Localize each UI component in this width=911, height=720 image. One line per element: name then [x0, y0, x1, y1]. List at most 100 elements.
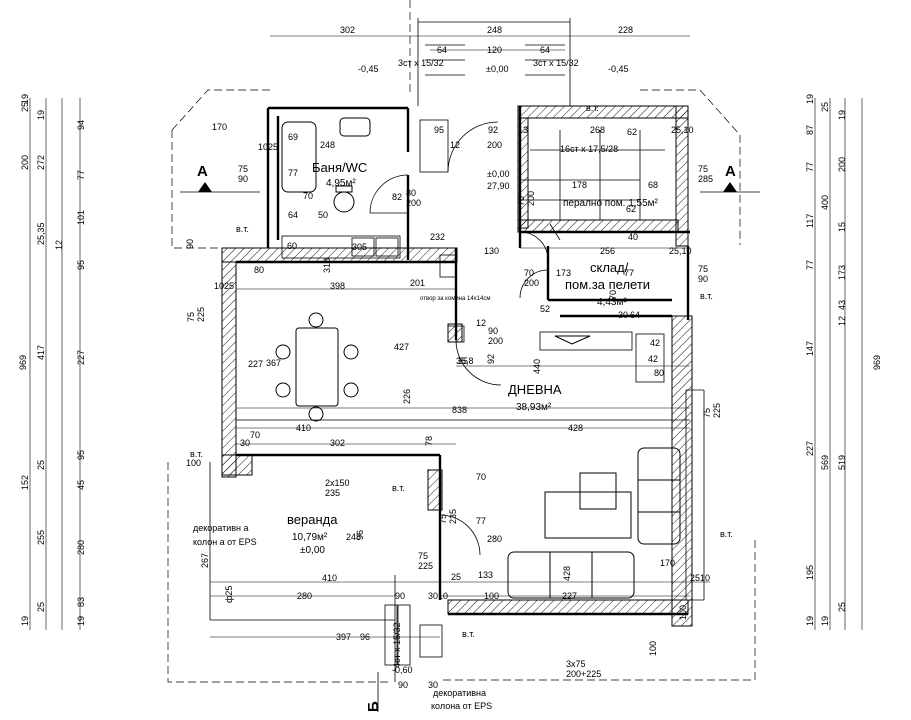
- dim-right-label: 200: [837, 157, 847, 172]
- dim-top-label: 248: [487, 25, 502, 35]
- level-entrance: ±0,00: [487, 169, 509, 179]
- stairs: [384, 44, 565, 666]
- dim-right-label: 19: [820, 616, 830, 626]
- level-bottom: -0,60: [392, 665, 413, 675]
- dim-inner-label: 25,10: [671, 125, 694, 135]
- dim-inner-label: 96: [355, 530, 365, 540]
- dim-right-label: 25: [837, 602, 847, 612]
- dim-left-label: 152: [20, 475, 30, 490]
- dim-inner-label: 173: [556, 268, 571, 278]
- dim-right-label: 87: [805, 125, 815, 135]
- dim-inner-label: 75225: [186, 307, 206, 322]
- level-top-mid: ±0,00: [486, 64, 508, 74]
- stairs-bottom: 4ст x 15/32: [392, 622, 402, 668]
- coffee-table-icon: [544, 491, 632, 539]
- dim-inner-label: 367: [266, 358, 281, 368]
- dim-inner-label: 410: [322, 573, 337, 583]
- level-top-left: -0,45: [358, 64, 379, 74]
- dim-top-label: 120: [487, 45, 502, 55]
- dim-right-label: 173: [837, 265, 847, 280]
- dim-inner-label: 427: [394, 342, 409, 352]
- dim-inner-label: 100: [484, 591, 499, 601]
- dim-inner-label: 77: [624, 268, 634, 278]
- storage-name-2: пом.за пелети: [565, 277, 650, 292]
- dim-inner-label: 30: [618, 310, 628, 320]
- dim-right-label: 15: [837, 222, 847, 232]
- dim-inner-label: 62: [627, 127, 637, 137]
- dim-left-label: 200: [20, 155, 30, 170]
- dim-inner-label: 130: [484, 246, 499, 256]
- dim-inner-label: 82: [392, 192, 402, 202]
- dim-inner-label: 201: [410, 278, 425, 288]
- dim-left-label: 25,35: [36, 222, 46, 245]
- dim-inner-label: 25: [451, 572, 461, 582]
- dim-inner-label: 178: [572, 180, 587, 190]
- dim-inner-label: 70: [608, 290, 618, 300]
- section-a-left: A: [197, 163, 208, 180]
- stairs-top-left: 3ст x 15/32: [398, 58, 444, 68]
- dim-inner-label: 256: [600, 246, 615, 256]
- tag-label: в.т.: [190, 449, 203, 459]
- tag-label: в.т.: [586, 103, 599, 113]
- tag-label: в.т.: [700, 291, 713, 301]
- dim-inner-label: 30: [428, 680, 438, 690]
- dim-left-label: 95: [76, 260, 86, 270]
- deco-column-note: декоративн а: [193, 523, 249, 533]
- dim-inner-label: 318: [322, 258, 332, 273]
- dim-inner-label: 1025: [214, 281, 234, 291]
- dim-inner-label: 52: [540, 304, 550, 314]
- dim-left-label: 25: [36, 602, 46, 612]
- tags: в.т.в.т.в.т.в.т.в.т.в.т.в.т.: [190, 103, 733, 639]
- dim-top-label: 228: [618, 25, 633, 35]
- bathtub-icon: [281, 121, 317, 193]
- dim-left-label: 101: [76, 210, 86, 225]
- dim-left-label: 19: [20, 616, 30, 626]
- dim-right-label: 25: [820, 102, 830, 112]
- dim-inner-label: 227: [562, 591, 577, 601]
- dim-left-label: 417: [36, 345, 46, 360]
- living-room-area: 38,93м²: [516, 402, 552, 413]
- tag-label: в.т.: [462, 629, 475, 639]
- sink-icon: [339, 117, 371, 137]
- dim-inner-label: 12: [476, 318, 486, 328]
- dim-inner-label: 77: [288, 168, 298, 178]
- dim-inner-label: 397: [336, 632, 351, 642]
- dim-inner-label: 302: [330, 438, 345, 448]
- dim-left-label: 95: [76, 450, 86, 460]
- dim-inner-label: 13: [518, 125, 528, 135]
- dim-inner-label: 75235: [438, 509, 458, 524]
- dining-table-icon: [295, 327, 339, 407]
- dim-inner-label: 305: [352, 242, 367, 252]
- dim-inner-label: 70: [476, 472, 486, 482]
- dim-inner-label: 35: [458, 356, 468, 366]
- dim-left-label: 77: [76, 170, 86, 180]
- furniture: [275, 117, 681, 599]
- dim-inner-label: 227: [248, 359, 263, 369]
- dimension-rails: [29, 35, 863, 638]
- dim-inner-label: ф25: [224, 586, 234, 603]
- dim-inner-label: 70200: [516, 191, 536, 206]
- walls-hatched: [221, 105, 693, 627]
- deco-column-bottom-note-2: колона от EPS: [431, 701, 492, 711]
- section-letters: A A Б: [197, 163, 736, 712]
- fireplace-icon: [554, 335, 591, 345]
- dim-inner-label: 267: [200, 553, 210, 568]
- dim-inner-label: 80: [254, 265, 264, 275]
- room-labels: Баня/WC 4,95м² перално пом. 1,55м² склад…: [287, 160, 659, 556]
- dim-inner-label: 280: [487, 534, 502, 544]
- deco-column-bottom-note: декоративна: [433, 688, 486, 698]
- veranda-area: 10,79м²: [292, 532, 328, 543]
- dim-right-label: 147: [805, 341, 815, 356]
- dim-right-label: 195: [805, 565, 815, 580]
- dim-inner-label: 30: [240, 438, 250, 448]
- dim-inner-label: 40: [628, 232, 638, 242]
- dim-inner-label: 280: [297, 591, 312, 601]
- veranda-level: ±0,00: [300, 545, 325, 556]
